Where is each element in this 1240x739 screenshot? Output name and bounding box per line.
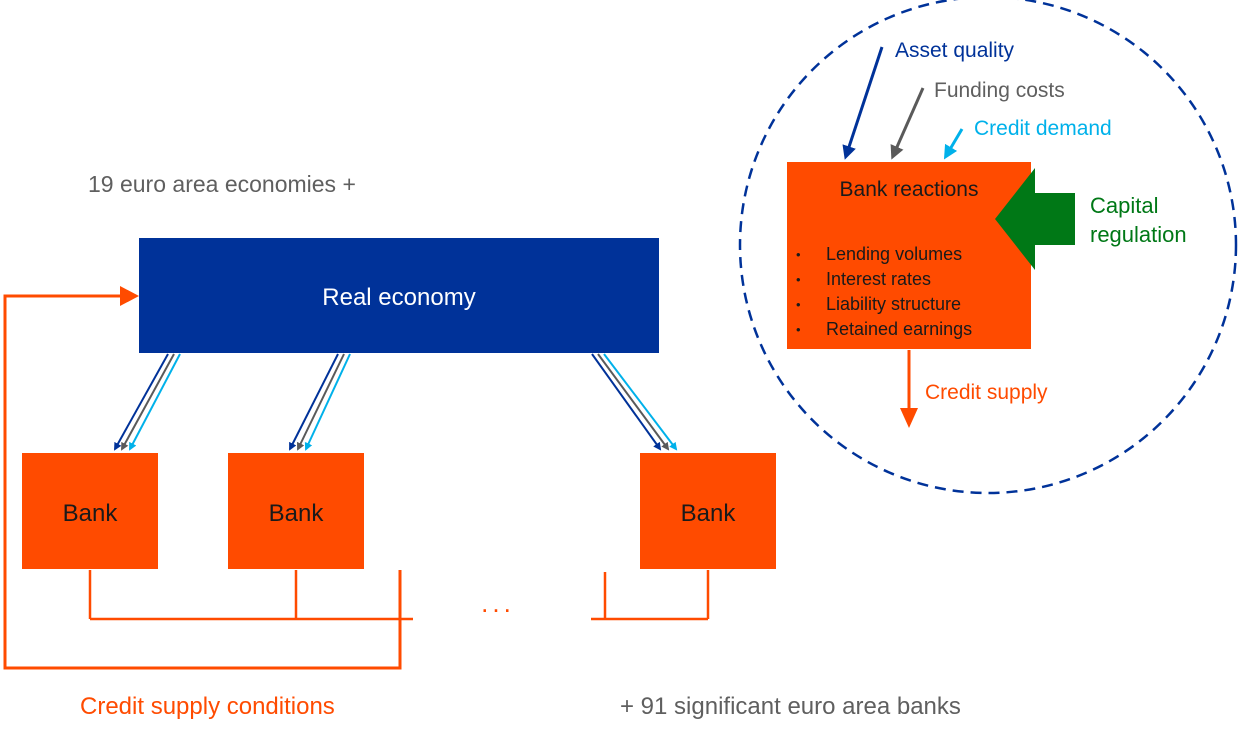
bank-label-1: Bank [63,500,119,527]
aggregation-bracket-left [88,570,413,621]
reaction-item: Liability structure [826,294,961,314]
arrows-to-bank-1 [114,353,181,451]
funding-costs-arrow [890,87,925,160]
feedback-arrow-head [120,286,139,306]
credit-demand-arrow [943,128,964,160]
footer-left-text: Credit supply conditions [80,693,335,720]
bank-label-2: Bank [269,500,325,527]
footer-right-text: + 91 significant euro area banks [620,693,961,720]
asset-quality-arrow [842,46,884,160]
funding-costs-label: Funding costs [934,79,1065,102]
asset-quality-label: Asset quality [895,39,1015,62]
svg-text:•: • [796,322,801,337]
credit-demand-label: Credit demand [974,117,1112,140]
reaction-item: Retained earnings [826,319,972,339]
bank-reactions-list: • Lending volumes • Interest rates • Lia… [796,244,972,339]
capital-regulation-line2: regulation [1090,222,1187,247]
arrows-to-bank-3 [591,353,678,451]
reaction-item: Lending volumes [826,244,962,264]
reaction-item: Interest rates [826,269,931,289]
zoom-circle [738,0,1238,495]
bank-box-3 [640,453,776,569]
bank-reactions-title: Bank reactions [840,178,979,201]
credit-supply-label: Credit supply [925,381,1048,404]
bank-box-2 [228,453,364,569]
aggregation-bracket-right [591,570,710,621]
arrows-to-bank-2 [289,353,351,451]
capital-regulation-line1: Capital [1090,193,1158,218]
svg-text:•: • [796,247,801,262]
feedback-loop-line [3,294,402,670]
real-economy-label: Real economy [322,284,475,311]
svg-text:•: • [796,297,801,312]
bank-reactions-box [787,162,1031,349]
header-text: 19 euro area economies + [88,171,356,197]
bank-label-3: Bank [681,500,737,527]
real-economy-box [139,238,659,353]
svg-text:•: • [796,272,801,287]
ellipsis: ... [481,588,515,618]
bank-box-1 [22,453,158,569]
credit-supply-arrow-head [900,408,918,428]
capital-regulation-arrow [995,168,1075,270]
